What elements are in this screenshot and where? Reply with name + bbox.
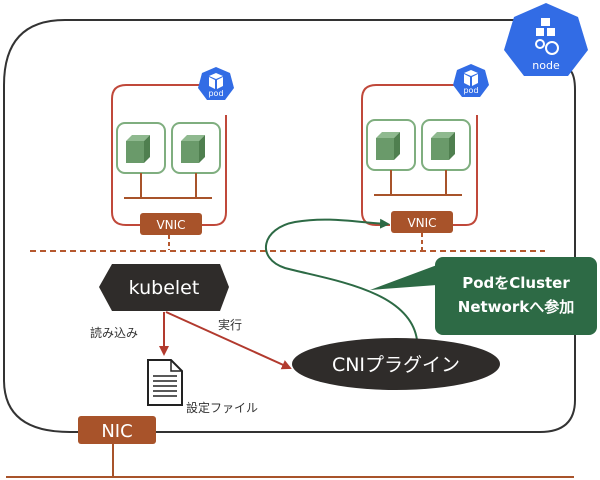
node-icon-label: node [532, 59, 560, 72]
pod-2 [361, 84, 478, 250]
pod-2-icon-label: pod [463, 86, 478, 95]
read-label: 読み込み [90, 325, 138, 340]
cube-icon [431, 132, 455, 160]
exec-arrow [165, 311, 292, 370]
callout-line-2: Networkへ参加 [458, 298, 574, 316]
vnic-1 [140, 213, 202, 235]
node-icon [504, 3, 588, 76]
pod-1-icon-label: pod [208, 89, 223, 98]
vnic-1-label: VNIC [156, 218, 185, 232]
callout-line-1: PodをCluster [462, 274, 570, 292]
pod-1-boundary [111, 84, 227, 226]
kubelet-shape[interactable] [99, 264, 229, 311]
config-file-label: 設定ファイル [186, 400, 258, 415]
pod-1-icon [198, 67, 234, 100]
cube-icon [376, 132, 400, 160]
node-boundary [3, 19, 576, 433]
pod-2-boundary [361, 84, 478, 226]
cni-plugin-shape[interactable] [292, 338, 500, 390]
vnic-2-label: VNIC [407, 216, 436, 230]
pod-1 [111, 84, 227, 250]
nic-box [78, 416, 156, 444]
cube-icon [181, 135, 205, 163]
vnic-2 [391, 211, 453, 233]
pod-2-icon [453, 64, 489, 97]
callout [370, 257, 597, 335]
document-icon [147, 359, 183, 406]
cni-plugin-label: CNIプラグイン [332, 354, 460, 376]
join-network-arrow [265, 218, 418, 341]
exec-label: 実行 [218, 317, 242, 332]
cube-icon [126, 135, 150, 163]
kubelet-label: kubelet [129, 277, 200, 299]
nic-label: NIC [101, 421, 132, 442]
